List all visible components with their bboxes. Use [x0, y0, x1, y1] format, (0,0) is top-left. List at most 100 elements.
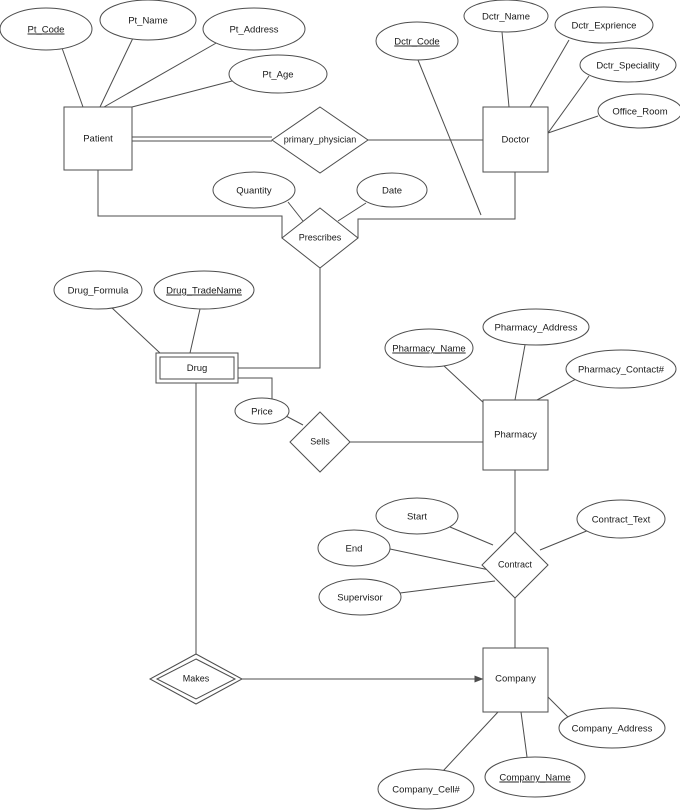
- attribute-company-cell[interactable]: Company_Cell#: [377, 768, 475, 810]
- entity-doctor-box[interactable]: [482, 106, 549, 173]
- attribute-quantity[interactable]: Quantity: [212, 171, 296, 209]
- attribute-company-address-ellipse[interactable]: [558, 707, 666, 749]
- entity-doctor[interactable]: Doctor: [482, 106, 549, 173]
- relationship-primary-physician-diamond[interactable]: [271, 106, 369, 174]
- edge-quantity-prescribes: [287, 201, 304, 222]
- entity-drug-inner-box: [159, 356, 235, 380]
- attribute-dctr-code[interactable]: Dctr_Code: [375, 21, 459, 61]
- edge-patient-prescribes: [97, 170, 283, 238]
- entities-group: Patient Doctor Drug Pharmacy Company: [63, 106, 549, 713]
- attribute-pt-age-label: Pt_Age: [262, 70, 293, 81]
- attribute-pt-address[interactable]: Pt_Address: [202, 7, 306, 51]
- edge-company-name-company: [520, 711, 528, 758]
- attribute-pt-name-ellipse[interactable]: [99, 0, 197, 41]
- attribute-pt-name[interactable]: Pt_Name: [99, 0, 197, 41]
- attribute-pharmacy-contact-label: Pharmacy_Contact#: [578, 365, 665, 376]
- relationships-group: primary_physician Prescribes Sells Contr…: [148, 106, 549, 705]
- entity-patient-box[interactable]: [63, 106, 133, 171]
- attribute-dctr-speciality-ellipse[interactable]: [579, 47, 677, 83]
- edge-office-room-doctor: [547, 115, 599, 134]
- relationship-primary-physician[interactable]: primary_physician: [271, 106, 369, 174]
- attribute-pt-age-ellipse[interactable]: [228, 54, 328, 94]
- attribute-supervisor-label: Supervisor: [337, 593, 382, 604]
- edge-doctor-prescribes: [357, 172, 516, 238]
- relationship-sells[interactable]: Sells: [289, 411, 351, 473]
- attribute-dctr-exprience-ellipse[interactable]: [554, 6, 654, 44]
- entity-pharmacy-box[interactable]: [482, 399, 549, 471]
- attribute-drug-formula[interactable]: Drug_Formula: [53, 270, 143, 310]
- edge-pharmacy-name-pharmacy: [442, 364, 487, 406]
- entity-pharmacy[interactable]: Pharmacy: [482, 399, 549, 471]
- relationship-prescribes[interactable]: Prescribes: [281, 207, 359, 269]
- attribute-drug-tradename[interactable]: Drug_TradeName: [153, 270, 255, 310]
- attribute-office-room-ellipse[interactable]: [597, 93, 680, 129]
- attribute-supervisor-ellipse[interactable]: [318, 578, 402, 616]
- attribute-dctr-exprience[interactable]: Dctr_Exprience: [554, 6, 654, 44]
- attribute-drug-formula-ellipse[interactable]: [53, 270, 143, 310]
- relationship-contract-diamond[interactable]: [481, 531, 549, 599]
- relationship-makes-label: Makes: [183, 673, 210, 683]
- attribute-pharmacy-contact[interactable]: Pharmacy_Contact#: [565, 349, 677, 389]
- connection-lines: [61, 31, 599, 772]
- edge-contract-text-contract: [539, 529, 590, 551]
- entity-company-box[interactable]: [482, 647, 549, 713]
- attribute-contract-text[interactable]: Contract_Text: [576, 499, 666, 539]
- attribute-pt-code-ellipse[interactable]: [0, 7, 93, 51]
- entity-company[interactable]: Company: [482, 647, 549, 713]
- attribute-start-ellipse[interactable]: [375, 497, 459, 535]
- attribute-date-label: Date: [382, 186, 402, 197]
- entity-drug[interactable]: Drug: [155, 352, 239, 384]
- edge-dctr-name-doctor: [501, 31, 510, 108]
- attribute-pharmacy-name[interactable]: Pharmacy_Name: [384, 328, 474, 368]
- edge-pt-age-patient: [131, 80, 233, 108]
- attribute-start[interactable]: Start: [375, 497, 459, 535]
- edge-pharmacy-address-pharmacy: [514, 344, 526, 401]
- relationship-makes[interactable]: Makes: [148, 653, 244, 705]
- relationship-contract[interactable]: Contract: [481, 531, 549, 599]
- edge-pt-name-patient: [99, 37, 134, 108]
- edge-start-contract: [449, 526, 494, 546]
- attribute-company-address[interactable]: Company_Address: [558, 707, 666, 749]
- attribute-end-ellipse[interactable]: [317, 529, 391, 567]
- attribute-company-name-ellipse[interactable]: [484, 756, 586, 798]
- attribute-price-ellipse[interactable]: [234, 397, 290, 425]
- attribute-pharmacy-address-ellipse[interactable]: [482, 308, 590, 346]
- attribute-quantity-ellipse[interactable]: [212, 171, 296, 209]
- entity-patient[interactable]: Patient: [63, 106, 133, 171]
- edge-pharmacy-contact-pharmacy: [536, 378, 577, 401]
- attribute-dctr-name[interactable]: Dctr_Name: [463, 0, 549, 33]
- attribute-end-label: End: [346, 544, 363, 555]
- attribute-price[interactable]: Price: [234, 397, 290, 425]
- attribute-pharmacy-name-ellipse[interactable]: [384, 328, 474, 368]
- attribute-price-label: Price: [251, 407, 273, 418]
- relationship-primary-physician-label: primary_physician: [284, 134, 357, 144]
- attribute-drug-tradename-ellipse[interactable]: [153, 270, 255, 310]
- edge-company-cell-company: [442, 711, 499, 772]
- attribute-office-room[interactable]: Office_Room: [597, 93, 680, 129]
- attribute-pt-address-ellipse[interactable]: [202, 7, 306, 51]
- attribute-dctr-name-ellipse[interactable]: [463, 0, 549, 33]
- attribute-company-cell-label: Company_Cell#: [392, 785, 460, 796]
- attribute-pharmacy-contact-ellipse[interactable]: [565, 349, 677, 389]
- attribute-dctr-speciality[interactable]: Dctr_Speciality: [579, 47, 677, 83]
- attribute-company-name[interactable]: Company_Name: [484, 756, 586, 798]
- attribute-supervisor[interactable]: Supervisor: [318, 578, 402, 616]
- attribute-contract-text-ellipse[interactable]: [576, 499, 666, 539]
- attribute-end[interactable]: End: [317, 529, 391, 567]
- edge-drug-tradename-drug: [189, 308, 201, 354]
- attribute-contract-text-label: Contract_Text: [592, 515, 651, 526]
- relationship-sells-diamond[interactable]: [289, 411, 351, 473]
- attribute-dctr-name-label: Dctr_Name: [482, 12, 530, 23]
- attribute-quantity-label: Quantity: [236, 186, 272, 197]
- relationship-prescribes-diamond[interactable]: [281, 207, 359, 269]
- attribute-dctr-code-ellipse[interactable]: [375, 21, 459, 61]
- attribute-date-ellipse[interactable]: [356, 172, 428, 208]
- attribute-pt-age[interactable]: Pt_Age: [228, 54, 328, 94]
- attribute-company-cell-ellipse[interactable]: [377, 768, 475, 810]
- attribute-date[interactable]: Date: [356, 172, 428, 208]
- relationship-makes-inner-diamond: [155, 658, 237, 700]
- attribute-pt-code[interactable]: Pt_Code: [0, 7, 93, 51]
- attribute-pharmacy-address[interactable]: Pharmacy_Address: [482, 308, 590, 346]
